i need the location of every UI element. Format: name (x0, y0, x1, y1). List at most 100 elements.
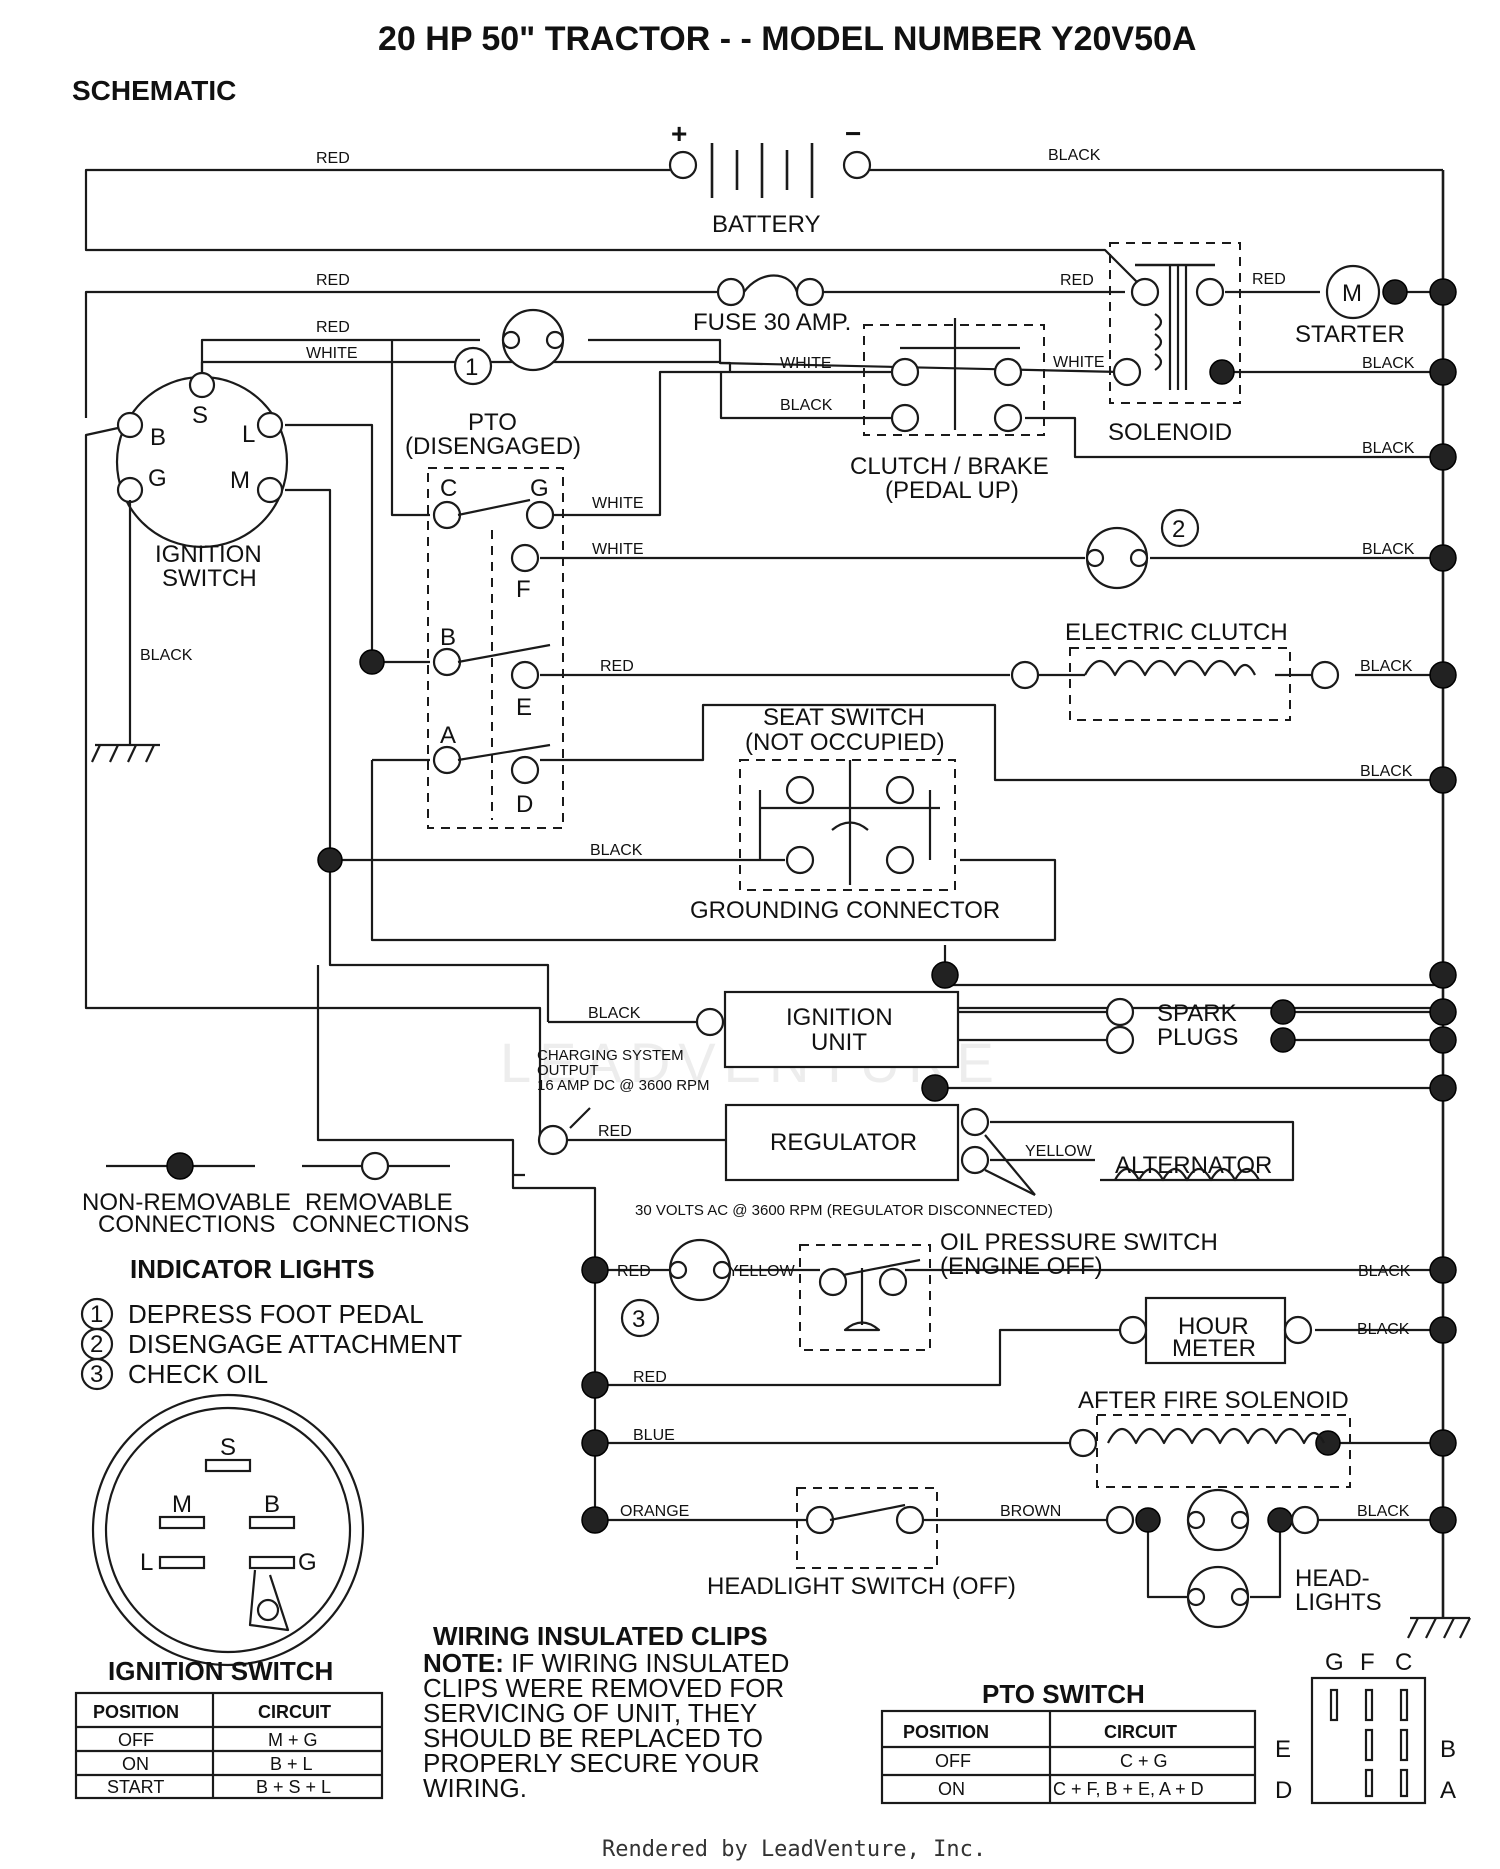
legend-nonremovable-2: CONNECTIONS (98, 1211, 275, 1238)
ignition-table-r2-circ: B + L (270, 1754, 313, 1774)
starter: M STARTER (1295, 264, 1457, 348)
hour-meter-label-2: METER (1172, 1335, 1256, 1362)
clips-note-label: NOTE: (423, 1648, 504, 1678)
pto-label-2: (DISENGAGED) (405, 433, 581, 460)
charging-label-3: 16 AMP DC @ 3600 RPM (537, 1077, 710, 1094)
oil-pressure-label-2: (ENGINE OFF) (940, 1253, 1103, 1280)
hour-meter-label-1: HOUR (1178, 1313, 1249, 1340)
spark-plugs-label-1: SPARK (1157, 1000, 1237, 1027)
wire-brown-1: BROWN (1000, 1503, 1061, 1520)
indicator-item-3-text: CHECK OIL (128, 1359, 268, 1389)
ignition-table-r1-pos: OFF (118, 1730, 154, 1750)
legend-removable-2: CONNECTIONS (292, 1211, 469, 1238)
legend-nonremovable-1: NON-REMOVABLE (82, 1189, 291, 1216)
pto-table-title: PTO SWITCH (982, 1679, 1145, 1709)
after-fire-label: AFTER FIRE SOLENOID (1078, 1387, 1349, 1414)
pto-switch-face: G F C E D B A (1275, 1649, 1456, 1805)
section-heading: SCHEMATIC (72, 75, 236, 106)
indicator-item-2-text: DISENGAGE ATTACHMENT (128, 1329, 462, 1359)
solenoid: SOLENOID (1108, 242, 1241, 446)
wire-yellow-1: YELLOW (1025, 1143, 1093, 1160)
ign-term-m: M (230, 467, 250, 494)
wire-blue-1: BLUE (633, 1427, 675, 1444)
pto-face-top-f: F (1360, 1649, 1375, 1676)
face-term-g: G (298, 1549, 317, 1576)
face-term-s: S (220, 1434, 236, 1461)
wire-black-10: BLACK (588, 1005, 641, 1022)
headlights-label-1: HEAD- (1295, 1565, 1370, 1592)
clips-line-6: WIRING. (423, 1773, 527, 1803)
ground-bus-nodes (1429, 358, 1457, 471)
indicator-light-2: 2 (1085, 508, 1457, 590)
wire-black-11: BLACK (1358, 1263, 1411, 1280)
oil-pressure-label-1: OIL PRESSURE SWITCH (940, 1229, 1218, 1256)
ignition-switch-face: S M B L G (91, 1393, 365, 1667)
charging-system: CHARGING SYSTEM OUTPUT 16 AMP DC @ 3600 … (537, 1047, 1272, 1219)
pto-face-left-e: E (1275, 1736, 1291, 1763)
wire-black-12: BLACK (1357, 1321, 1410, 1338)
alternator-label: ALTERNATOR (1115, 1152, 1272, 1179)
wire-black-4: BLACK (1362, 440, 1415, 457)
clutch-brake-label-1: CLUTCH / BRAKE (850, 453, 1049, 480)
ignition-table-header-position: POSITION (93, 1702, 179, 1722)
pto-table-r1-circ: C + G (1120, 1751, 1168, 1771)
pto-term-b: B (440, 624, 456, 651)
wire-black-2: BLACK (780, 397, 833, 414)
clutch-brake-switch: CLUTCH / BRAKE (PEDAL UP) (850, 318, 1049, 504)
wire-red-8: RED (617, 1263, 651, 1280)
ignition-table-header-circuit: CIRCUIT (258, 1702, 331, 1722)
connection-legend: NON-REMOVABLE CONNECTIONS REMOVABLE CONN… (82, 1151, 469, 1238)
electric-clutch-label: ELECTRIC CLUTCH (1065, 619, 1288, 646)
wire-black-13: BLACK (1357, 1503, 1410, 1520)
wire-orange-1: ORANGE (620, 1503, 689, 1520)
wire-white-5: WHITE (592, 541, 644, 558)
headlight-switch-label: HEADLIGHT SWITCH (OFF) (707, 1573, 1016, 1600)
wire-red-6: RED (600, 658, 634, 675)
face-term-m: M (172, 1491, 192, 1518)
fuse-label: FUSE 30 AMP. (693, 309, 851, 336)
wire-red-2: RED (316, 272, 350, 289)
ignition-table-r1-circ: M + G (268, 1730, 318, 1750)
pto-face-left-d: D (1275, 1777, 1292, 1804)
pto-table-header-position: POSITION (903, 1722, 989, 1742)
wire-red-7: RED (598, 1123, 632, 1140)
oil-pressure-switch: 3 OIL PRESSURE SWITCH (ENGINE OFF) (581, 1229, 1457, 1351)
clips-line-1: NOTE: IF WIRING INSULATED (423, 1648, 789, 1678)
ignition-table-r2-pos: ON (122, 1754, 149, 1774)
pto-term-e: E (516, 694, 532, 721)
pto-label-1: PTO (468, 409, 517, 436)
indicator-light-1: 1 (453, 308, 565, 386)
charging-label-2: OUTPUT (537, 1062, 599, 1079)
ignition-switch-symbol: B S L G M IGNITION SWITCH (91, 371, 385, 873)
pto-term-g: G (530, 475, 549, 502)
clips-heading: WIRING INSULATED CLIPS (433, 1621, 768, 1651)
ignition-unit-label-1: IGNITION (786, 1004, 893, 1031)
clips-line-4: SHOULD BE REPLACED TO (423, 1723, 763, 1753)
charging-label-1: CHARGING SYSTEM (537, 1047, 684, 1064)
battery-minus: − (845, 118, 861, 149)
pto-face-right-a: A (1440, 1777, 1456, 1804)
pto-face-right-b: B (1440, 1736, 1456, 1763)
headlight-circuit: HEADLIGHT SWITCH (OFF) HEAD- LIGHTS (581, 1487, 1471, 1639)
pto-term-c: C (440, 475, 457, 502)
wire-white-4: WHITE (592, 495, 644, 512)
indicator-item-1-text: DEPRESS FOOT PEDAL (128, 1299, 424, 1329)
spark-plugs-label-2: PLUGS (1157, 1024, 1238, 1051)
ignition-switch-table: IGNITION SWITCH POSITION CIRCUIT OFF M +… (74, 1656, 384, 1800)
wire-white-3: WHITE (1053, 354, 1105, 371)
ign-term-l: L (242, 421, 255, 448)
clips-line-5: PROPERLY SECURE YOUR (423, 1748, 760, 1778)
pto-table-r1-pos: OFF (935, 1751, 971, 1771)
seat-switch-label-1: SEAT SWITCH (763, 704, 925, 731)
wire-yellow-2: YELLOW (728, 1263, 796, 1280)
clutch-brake-label-2: (PEDAL UP) (885, 477, 1019, 504)
wire-black-6: BLACK (140, 647, 193, 664)
ignition-unit: IGNITION UNIT SPARK PLUGS (695, 961, 1457, 1102)
solenoid-label: SOLENOID (1108, 419, 1232, 446)
wire-black-1: BLACK (1048, 147, 1101, 164)
pto-term-d: D (516, 791, 533, 818)
hour-meter: HOUR METER (581, 1296, 1457, 1399)
electric-clutch: ELECTRIC CLUTCH (1010, 619, 1457, 721)
clips-line-3: SERVICING OF UNIT, THEY (423, 1698, 757, 1728)
fuse: FUSE 30 AMP. (693, 274, 851, 336)
